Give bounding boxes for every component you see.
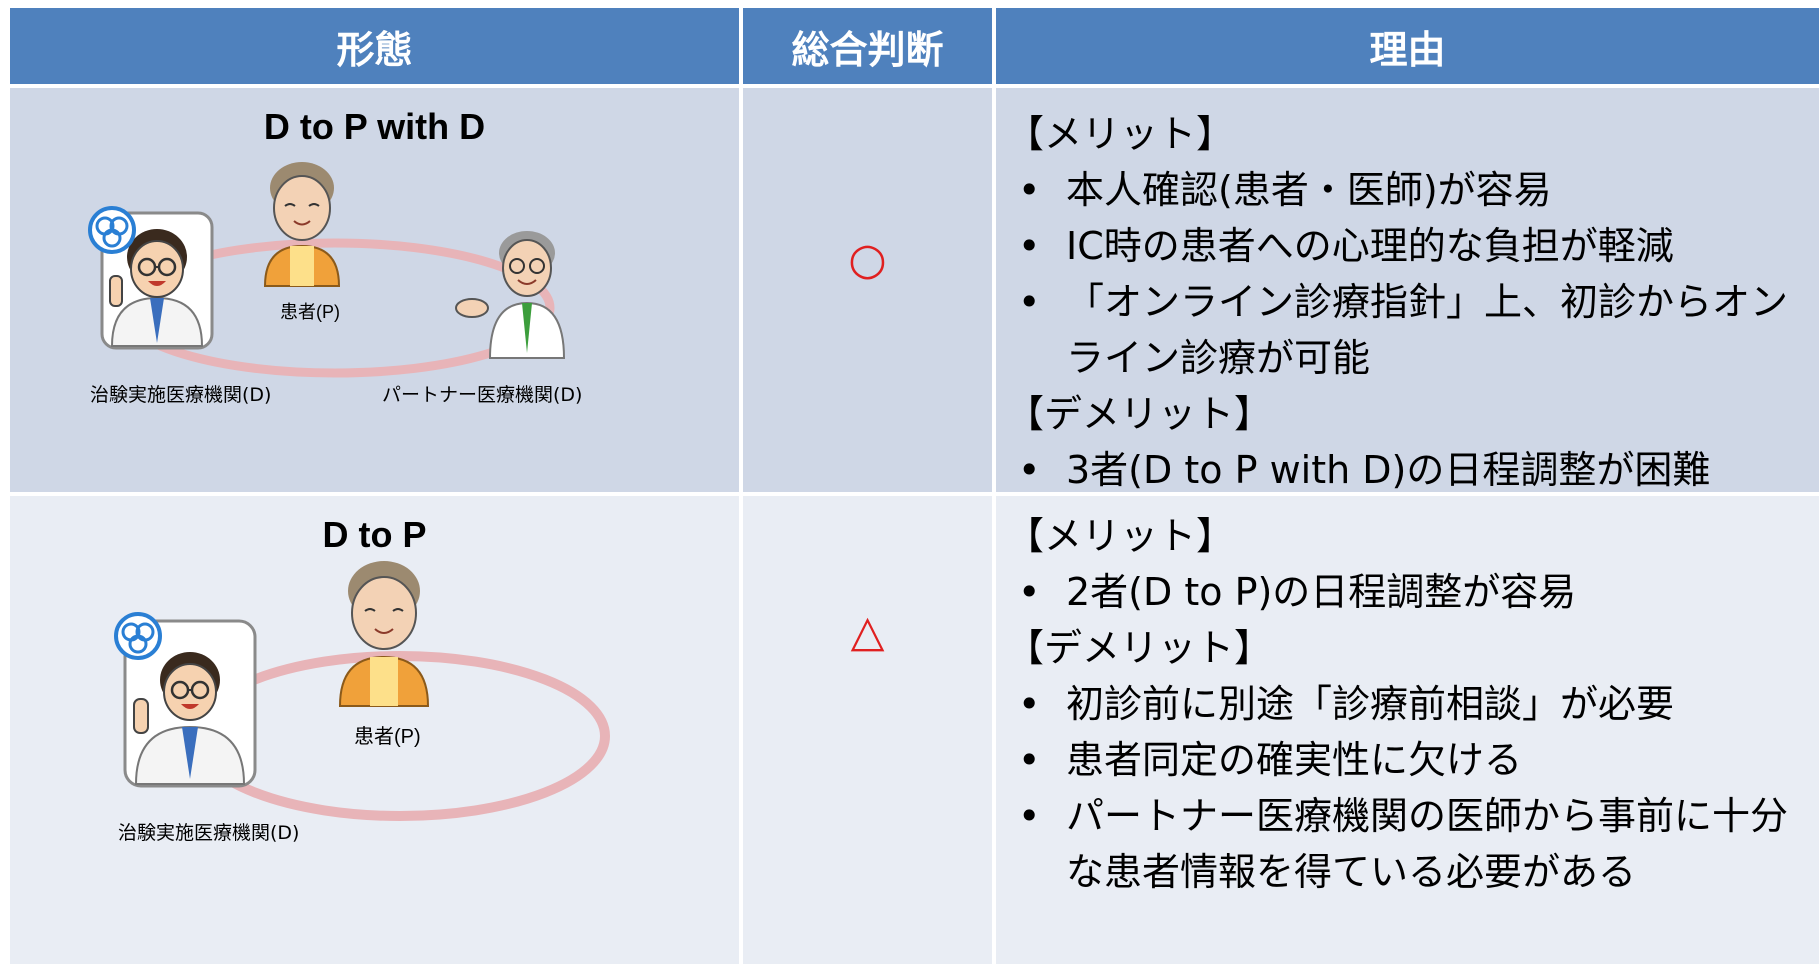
patient-label: 患者(P) [354, 725, 421, 748]
list-item: •患者同定の確実性に欠ける [1018, 738, 1523, 782]
form-cell: D to P [10, 496, 739, 964]
partner-doctor-icon [455, 231, 566, 359]
illustration-d-to-p-with-d: 患者(P) [88, 162, 566, 378]
patient-label: 患者(P) [280, 302, 340, 322]
header-form: 形態 [10, 8, 739, 84]
judgment-cell: ○ [743, 88, 992, 492]
list-item: •2者(D to P)の日程調整が容易 [1018, 570, 1577, 614]
demerit-heading: 【デメリット】 [1006, 626, 1273, 670]
patient-icon [263, 162, 341, 287]
demerit-heading: 【デメリット】 [1006, 392, 1273, 436]
patient-icon [338, 561, 430, 707]
merit-heading: 【メリット】 [1006, 112, 1235, 156]
doctor-icon [123, 619, 257, 788]
partner-label: パートナー医療機関(D) [382, 384, 583, 406]
form-cell: D to P with D [10, 88, 739, 492]
list-item: •初診前に別途「診療前相談」が必要 [1018, 682, 1675, 726]
header-judgment: 総合判断 [743, 8, 992, 84]
reason-list: 【メリット】 •2者(D to P)の日程調整が容易 【デメリット】 •初診前に… [1006, 508, 1814, 900]
trial-site-label: 治験実施医療機関(D) [118, 822, 300, 844]
logo-icon [114, 612, 162, 660]
judgment-cell: △ [743, 496, 992, 964]
doctor-icon [100, 211, 214, 350]
judgment-mark: ○ [848, 234, 887, 285]
list-item: •パートナー医療機関の医師から事前に十分な患者情報を得ている必要がある [1018, 794, 1789, 894]
reason-cell: 【メリット】 •2者(D to P)の日程調整が容易 【デメリット】 •初診前に… [996, 496, 1819, 964]
merit-heading: 【メリット】 [1006, 514, 1235, 558]
logo-icon [88, 206, 136, 254]
table-row: D to P [10, 496, 1819, 964]
reason-cell: 【メリット】 •本人確認(患者・医師)が容易 •IC時の患者への心理的な負担が軽… [996, 88, 1819, 492]
table-header: 形態 総合判断 理由 [10, 8, 1819, 84]
trial-site-label: 治験実施医療機関(D) [90, 384, 272, 406]
list-item: •3者(D to P with D)の日程調整が困難 [1018, 448, 1711, 492]
form-title: D to P with D [263, 106, 486, 147]
form-title: D to P [322, 514, 427, 555]
header-reason: 理由 [996, 8, 1819, 84]
list-item: •本人確認(患者・医師)が容易 [1018, 168, 1552, 212]
list-item: •IC時の患者への心理的な負担が軽減 [1018, 224, 1674, 268]
list-item: •「オンライン診療指針」上、初診からオンライン診療が可能 [1018, 280, 1789, 380]
table-row: D to P with D [10, 88, 1819, 492]
reason-list: 【メリット】 •本人確認(患者・医師)が容易 •IC時の患者への心理的な負担が軽… [1006, 106, 1814, 498]
judgment-mark: △ [850, 606, 885, 657]
illustration-d-to-p: 患者(P) [114, 561, 610, 821]
